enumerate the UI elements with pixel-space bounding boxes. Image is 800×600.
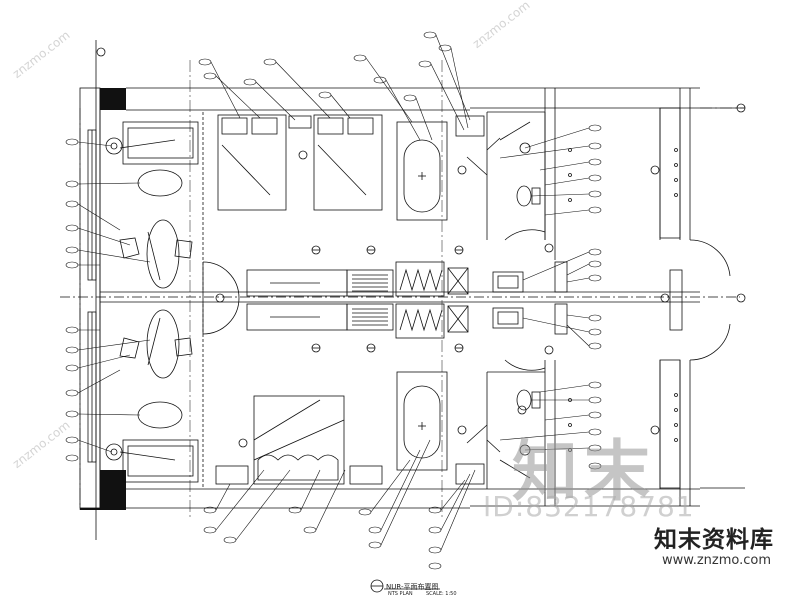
shower-door — [466, 121, 531, 479]
logo-url: www.znzmo.com — [662, 553, 772, 568]
folding-door — [202, 261, 240, 335]
bathroom-walls — [455, 111, 546, 489]
entry-door — [504, 229, 731, 371]
side-table — [105, 137, 123, 461]
toilet — [516, 142, 541, 456]
luggage-rack — [492, 271, 524, 329]
bathtub — [396, 121, 448, 471]
section-marker — [238, 150, 660, 448]
ottoman — [137, 169, 183, 429]
drawing-title: NUR-平面布置图 — [386, 583, 439, 591]
grid-lines — [79, 60, 745, 520]
watermark-brand: 知末 — [512, 432, 656, 510]
drawing-scale: SCALE: 1:50 — [426, 591, 457, 597]
sofa — [119, 121, 199, 483]
wardrobe — [395, 261, 469, 339]
corridor-lights — [568, 148, 678, 452]
grid-bubble — [96, 47, 746, 303]
drawing-scale-left: NTS PLAN — [388, 591, 413, 597]
watermark-id: ID:832178781 — [483, 490, 695, 523]
window-left — [87, 129, 97, 463]
exterior-walls — [79, 40, 745, 540]
king-bed — [215, 395, 383, 485]
twin-bed — [217, 114, 383, 211]
built-in-counter — [246, 269, 394, 331]
logo-text: 知末资料库 — [654, 527, 774, 553]
annotation-tags — [65, 31, 602, 570]
lounge-set — [119, 219, 193, 379]
drawing-title-symbol — [370, 579, 440, 593]
party-wall — [60, 291, 740, 303]
